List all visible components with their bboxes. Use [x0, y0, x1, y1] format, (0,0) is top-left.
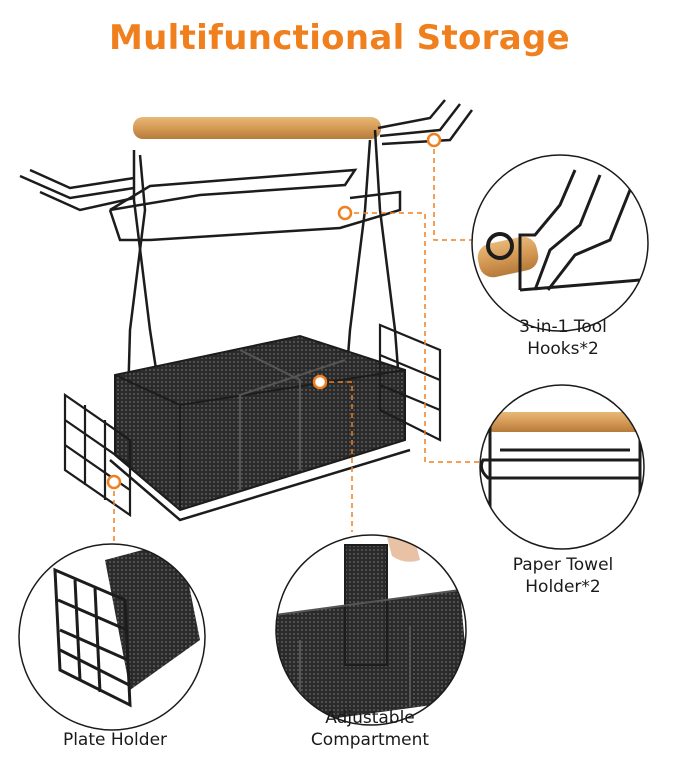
callout-line-tool-hooks: [433, 140, 478, 241]
tool-hooks-label: 3-in-1 Tool Hooks*2: [519, 317, 607, 359]
callout-line-paper-towel: [345, 212, 480, 463]
paper-towel-detail-circle: [479, 384, 645, 550]
compartment-label: Adjustable Compartment: [310, 708, 430, 750]
callout-dots: [106, 132, 442, 490]
main-caddy: [19, 99, 474, 522]
compartment-detail-circle: [275, 534, 467, 726]
callout-line-compartment: [320, 381, 353, 532]
tool-hooks-detail-circle: [471, 154, 649, 332]
wood-handle: [133, 117, 381, 139]
plate-holder-label: Plate Holder: [62, 730, 168, 750]
plate-holder-detail-circle: [18, 543, 206, 731]
callout-lines: [113, 140, 480, 545]
paper-towel-label: Paper Towel Holder*2: [512, 555, 614, 597]
page-title: Multifunctional Storage: [109, 18, 570, 58]
